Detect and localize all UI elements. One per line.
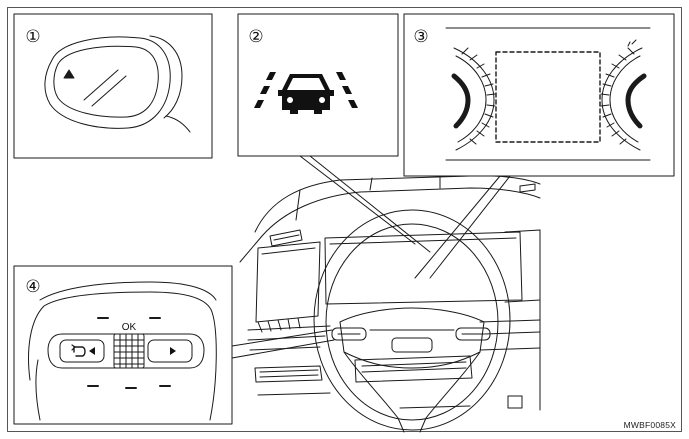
callout-1: ① bbox=[25, 27, 40, 47]
steering-wheel bbox=[313, 209, 511, 433]
dashboard-illustration bbox=[239, 175, 541, 411]
ok-scroll-wheel bbox=[113, 333, 145, 369]
panel-meter-display bbox=[403, 13, 675, 177]
back-button bbox=[59, 339, 105, 363]
panel-4-frame bbox=[13, 265, 233, 425]
right-arrow-icon bbox=[170, 347, 176, 355]
figure-code: MWBF0085X bbox=[624, 420, 676, 430]
callout-2: ② bbox=[248, 27, 263, 47]
panel-steering-switch bbox=[13, 265, 233, 425]
panel-mirror bbox=[13, 13, 213, 159]
next-button bbox=[147, 339, 193, 363]
callout-leaders bbox=[231, 155, 511, 359]
back-arrow-icon bbox=[71, 344, 95, 357]
ok-label: OK bbox=[122, 322, 137, 333]
right-gauge bbox=[600, 39, 647, 151]
panel-1-frame bbox=[13, 13, 213, 159]
panel-lane-indicator bbox=[237, 13, 399, 157]
center-info-display-area bbox=[495, 51, 601, 143]
left-gauge bbox=[451, 47, 496, 151]
panel-3-frame bbox=[403, 13, 675, 177]
figure-frame bbox=[7, 7, 682, 432]
callout-3: ③ bbox=[413, 27, 428, 47]
blind-spot-warning-icon bbox=[63, 69, 75, 79]
callout-4: ④ bbox=[25, 277, 40, 297]
